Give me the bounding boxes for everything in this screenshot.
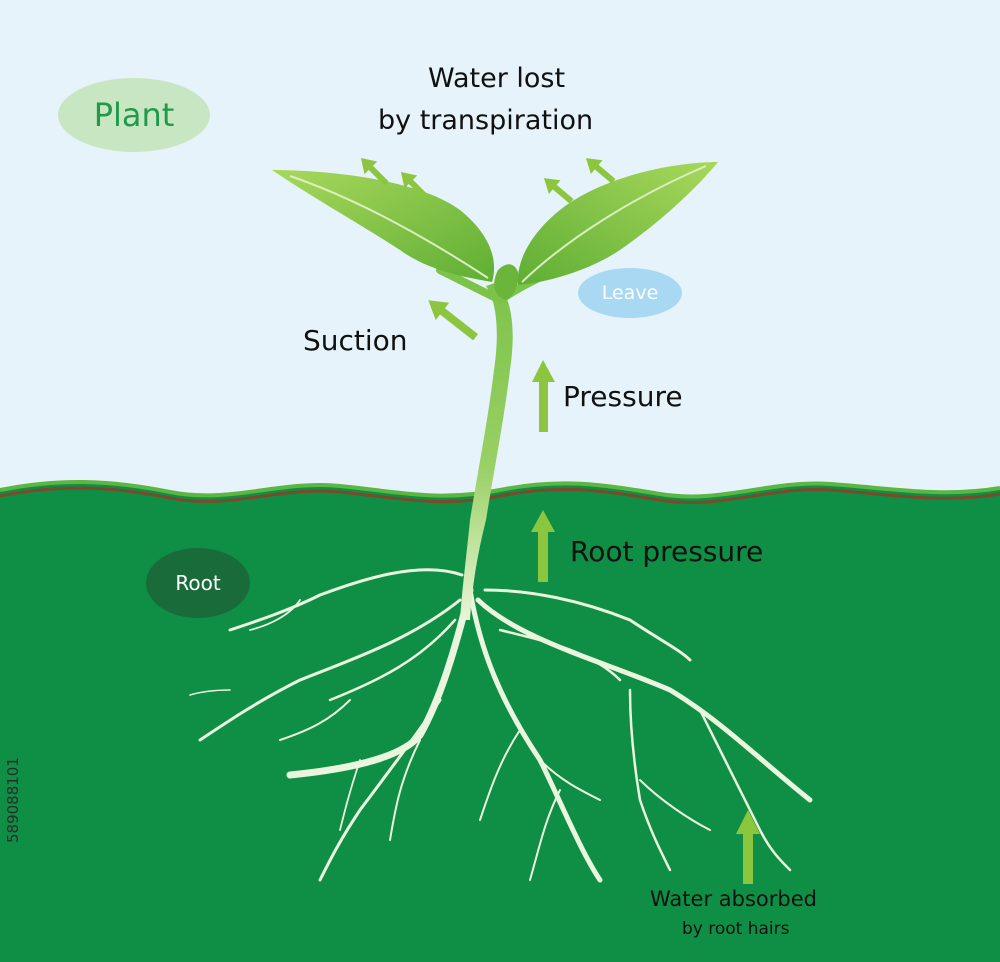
leave-pill: Leave: [578, 268, 682, 318]
right-leaf-vein: [521, 165, 707, 283]
suction-arrow: [428, 300, 479, 341]
pressure-label: Pressure: [563, 380, 683, 413]
suction-label: Suction: [303, 324, 408, 357]
transpiration-arrow-2: [400, 171, 429, 200]
plant-label: Plant: [93, 96, 175, 134]
transpiration-arrow-3: [543, 178, 574, 204]
leave-label: Leave: [601, 282, 659, 304]
left-leaf-vein: [289, 175, 489, 279]
transpiration-arrow-4: [585, 158, 616, 184]
water-absorbed-label-line2: by root hairs: [682, 919, 790, 939]
soil-edge-green: [0, 479, 1000, 499]
right-leaf: [517, 162, 718, 285]
water-lost-label-line1: Water lost: [428, 63, 566, 94]
leaf-stem-left: [436, 266, 504, 304]
root-pressure-arrow: [531, 510, 555, 582]
plant-pill: Plant: [58, 78, 210, 152]
stock-id-watermark: 589088101: [4, 757, 22, 843]
left-leaf: [272, 170, 495, 282]
soil-ground: [0, 481, 1000, 962]
soil-edge-brown: [0, 486, 1000, 504]
transpiration-arrows: [360, 157, 616, 204]
water-lost-label-line2: by transpiration: [378, 105, 594, 136]
root-system: [189, 568, 813, 883]
water-absorbed-arrow: [736, 810, 760, 884]
water-absorbed-label-line1: Water absorbed: [650, 887, 817, 911]
root-pressure-label: Root pressure: [570, 535, 764, 568]
plant-stem: [460, 282, 513, 620]
bud: [494, 264, 519, 300]
transpiration-arrow-1: [360, 157, 389, 186]
pressure-arrow: [532, 360, 555, 432]
root-pill: Root: [146, 548, 250, 618]
root-label: Root: [175, 571, 221, 595]
